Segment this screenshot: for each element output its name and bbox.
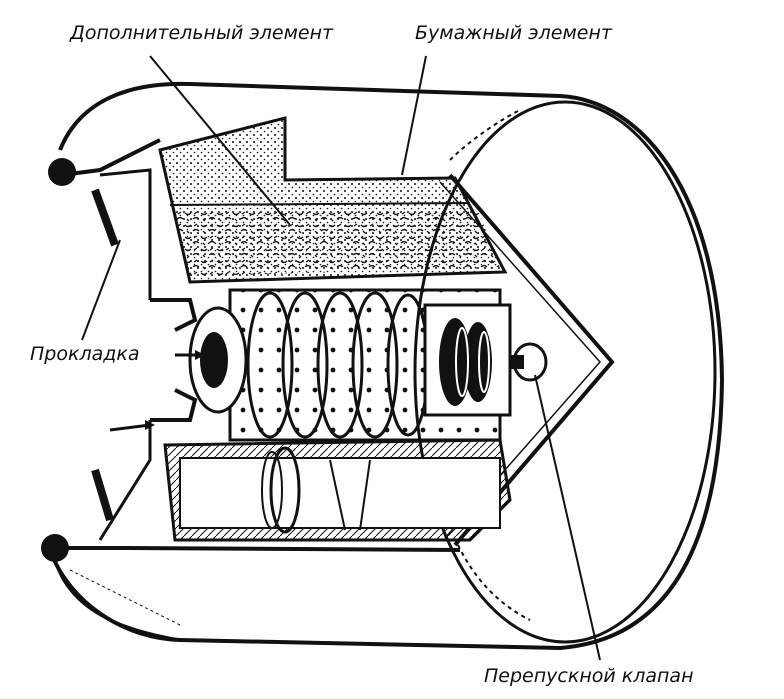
additional-element bbox=[228, 288, 512, 442]
label-gasket: Прокладка bbox=[30, 343, 140, 365]
leader-lines bbox=[81, 55, 601, 661]
paper-element bbox=[158, 116, 508, 284]
lower-element bbox=[163, 438, 512, 542]
inlet-gasket bbox=[91, 168, 248, 541]
label-additional-element: Дополнительный элемент bbox=[70, 22, 334, 44]
bypass-valve bbox=[510, 342, 548, 382]
label-bypass-valve: Перепускной клапан bbox=[484, 665, 694, 687]
label-paper-element: Бумажный элемент bbox=[415, 22, 612, 44]
